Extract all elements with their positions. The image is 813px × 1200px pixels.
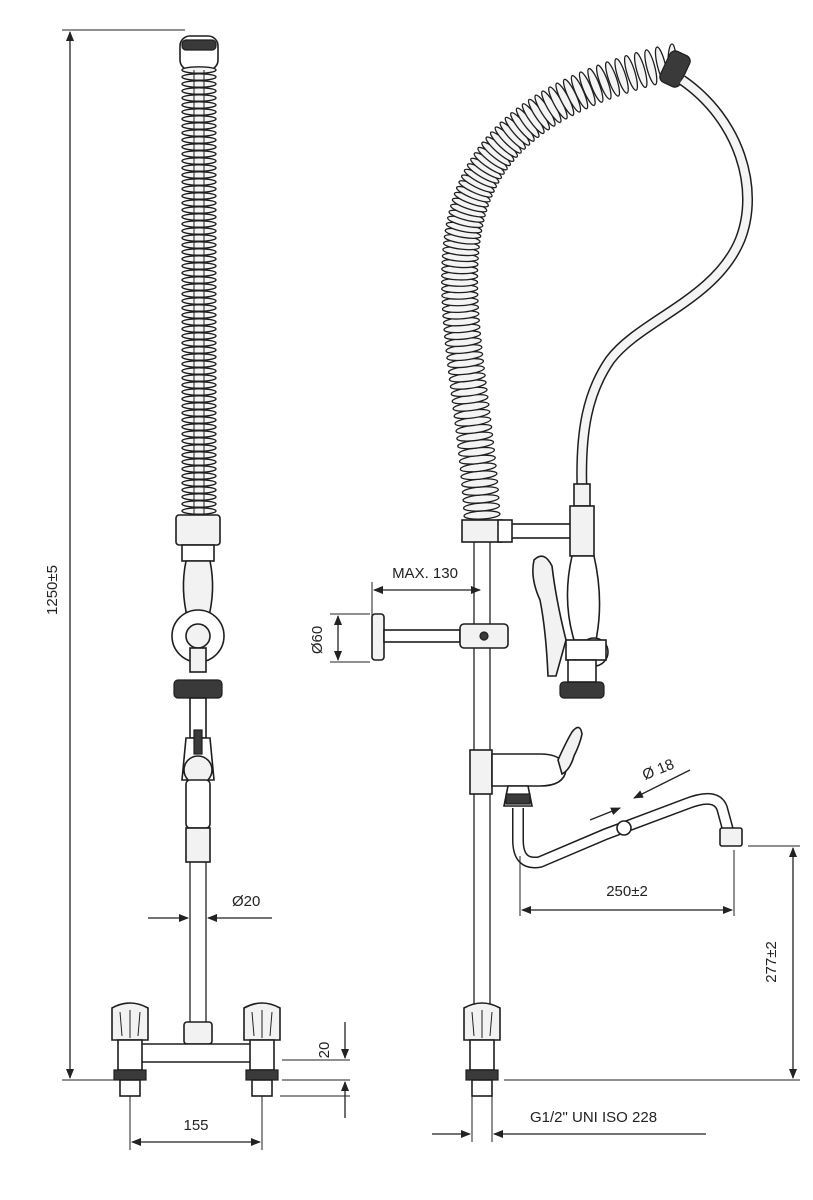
reach-label: MAX. 130 [392, 565, 458, 582]
thread-label: G1/2" UNI ISO 228 [530, 1109, 657, 1126]
overall-height-label: 1250±5 [44, 565, 61, 615]
flexible-hose [576, 75, 754, 491]
spray-valve [532, 483, 609, 699]
spring-coil-side [440, 43, 677, 520]
base-tap-side [463, 1002, 501, 1097]
wall-bracket [371, 613, 509, 661]
pillar-pipe-front [189, 862, 207, 1025]
support-arm [501, 523, 577, 539]
base-height-label: 20 [316, 1042, 333, 1059]
base-assembly-front [111, 1002, 281, 1097]
spout-diameter-leader-2 [633, 769, 691, 799]
spout-height-label: 277±2 [763, 941, 780, 983]
spout-reach-label: 250±2 [606, 883, 648, 900]
coil-holder [461, 519, 503, 543]
centers-label: 155 [183, 1117, 208, 1134]
spring-coil-front [179, 35, 219, 515]
mixer-body [469, 726, 583, 807]
flange-diameter-label: Ø60 [309, 626, 326, 654]
coil-end-cap [659, 50, 691, 88]
valve-body-front [171, 514, 225, 863]
swivel-spout [512, 792, 743, 869]
front-view: 1250±5 [44, 29, 350, 1150]
pillar-diameter-label: Ø20 [232, 893, 260, 910]
side-view: MAX. 130 Ø60 Ø 18 [309, 43, 800, 1142]
spout-diameter-leader [589, 807, 621, 821]
